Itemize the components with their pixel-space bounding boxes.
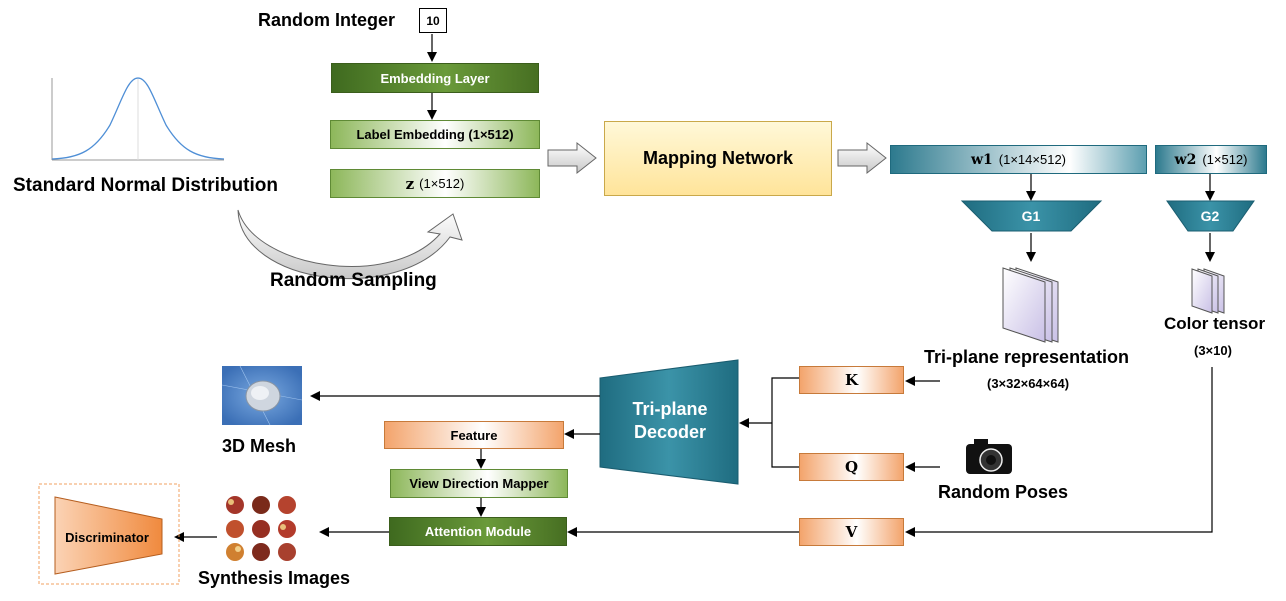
random-sampling-arrow [237,209,463,279]
g2-label: G2 [1200,208,1220,224]
w2-shape: (1×512) [1202,152,1248,167]
g1-label: G1 [1021,208,1041,224]
block-arrow-2 [837,141,887,175]
k-box: K [799,366,904,394]
mapping-network-box: Mapping Network [604,121,832,196]
synthesis-images-label: Synthesis Images [198,568,351,588]
triplane-shape-label: (3×32×64×64) [987,376,1070,391]
v-box: V [799,518,904,546]
view-direction-mapper-box: View Direction Mapper [390,469,568,498]
random-sampling-label: Random Sampling [270,270,437,291]
w1-symbol: w1 [970,151,993,168]
synthesis-images-grid [226,496,296,561]
random-poses-label: Random Poses [938,482,1069,502]
random-integer-value: 10 [419,8,447,33]
normal-distribution-plot [44,72,230,170]
w2-symbol: w2 [1174,151,1197,168]
triplane-decoder-line2: Decoder [633,422,707,442]
triplane-decoder-block [599,359,739,485]
mesh-label: 3D Mesh [222,436,297,456]
discriminator-frame [38,483,180,585]
mesh-image [221,365,303,426]
color-tensor-icon [1191,268,1225,314]
triplane-decoder-label: Tri-plane Decoder [610,398,730,444]
triplane-representation-label: Tri-plane representation [924,347,1130,367]
random-integer-label: Random Integer [258,10,396,30]
attention-module-box: Attention Module [389,517,567,546]
w2-box: w2 (1×512) [1155,145,1267,174]
label-embedding-box: Label Embedding (1×512) [330,120,540,149]
block-arrow-1 [547,141,597,175]
g1-block [960,200,1103,232]
z-symbol: z [405,174,415,193]
w1-box: w1 (1×14×512) [890,145,1147,174]
z-shape: (1×512) [419,176,465,191]
color-tensor-label: Color tensor [1164,314,1266,333]
triplane-decoder-line1: Tri-plane [632,399,708,419]
discriminator-label: Discriminator [65,529,149,545]
g2-block [1166,200,1255,232]
triplane-stack-icon [1002,267,1059,343]
discriminator-block [54,496,163,575]
w1-shape: (1×14×512) [998,152,1067,167]
embedding-layer-box: Embedding Layer [331,63,539,93]
camera-icon [966,439,1012,474]
feature-box: Feature [384,421,564,449]
q-box: Q [799,453,904,481]
z-vector-box: z (1×512) [330,169,540,198]
standard-normal-label: Standard Normal Distribution [13,175,278,196]
color-tensor-shape-label: (3×10) [1194,343,1232,358]
